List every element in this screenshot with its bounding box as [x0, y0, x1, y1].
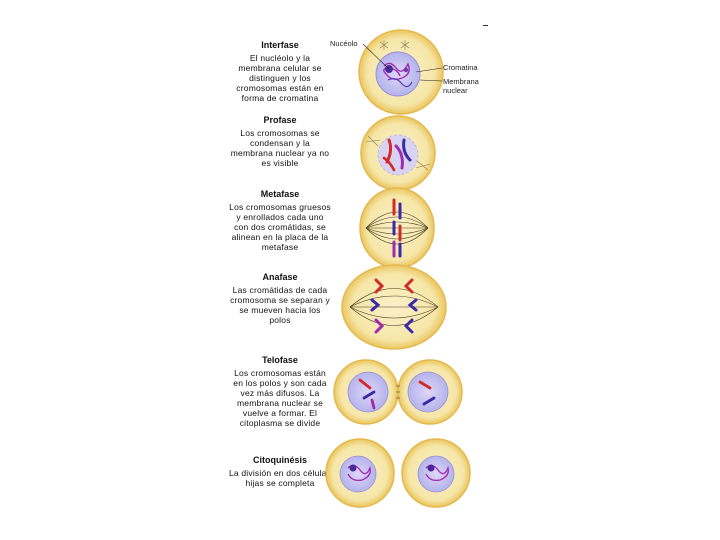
cell-metafase — [360, 188, 434, 268]
cell-interfase — [359, 30, 443, 114]
cell-citoquinesis — [326, 439, 470, 507]
cell-profase — [361, 116, 435, 190]
cell-anafase — [342, 265, 446, 349]
cell-telofase — [334, 360, 462, 424]
